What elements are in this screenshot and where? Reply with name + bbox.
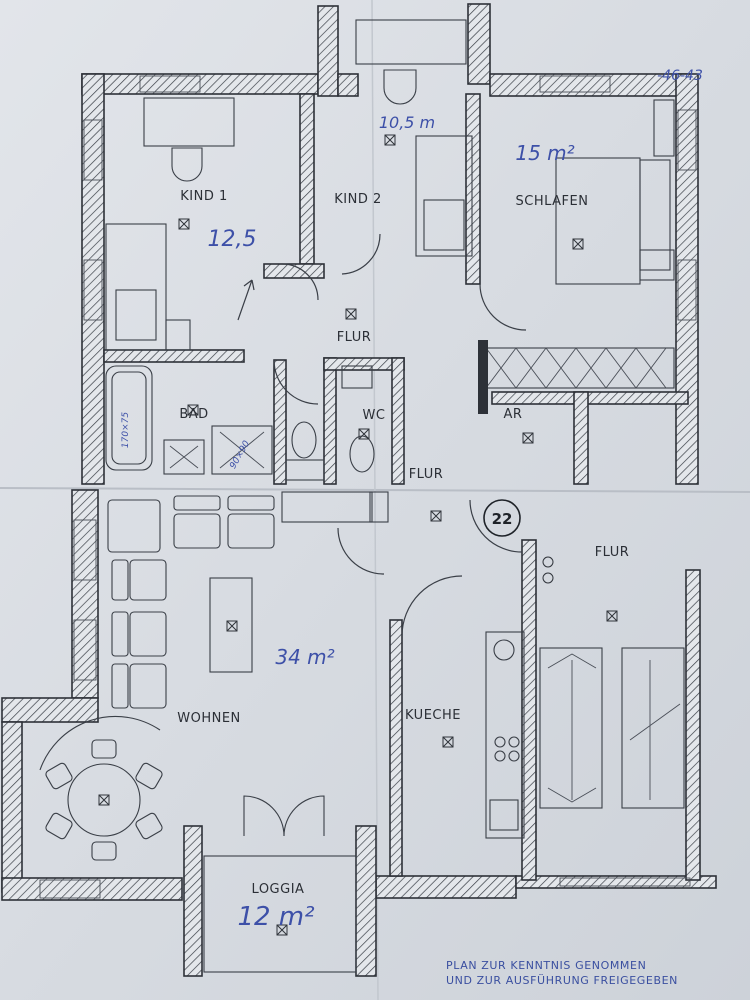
handwritten-schlafen-area: 15 m² [515,141,574,165]
room-label-loggia: LOGGIA [252,882,305,897]
approval-stamp-line1: PLAN ZUR KENNTNIS GENOMMEN [446,959,646,972]
room-label-flur-upper: FLUR [337,330,372,345]
room-label-wc: WC [363,408,386,423]
arrow-icon [237,279,255,321]
windows [39,75,697,899]
handwritten-loggia-area: 12 m² [237,902,314,932]
unit-number-circle [483,499,521,537]
handwritten-top-right: -46-43 [657,68,703,84]
room-label-bad: BAD [179,407,208,422]
room-label-flur-right: FLUR [595,545,630,560]
handwritten-bath-note: 170×75 [121,412,131,448]
room-label-kind2: KIND 2 [334,192,382,207]
lamp-symbols [98,134,618,936]
handwritten-wohnen-area: 34 m² [275,645,334,669]
room-label-flur-mid: FLUR [409,467,444,482]
furniture [39,19,685,973]
handwritten-kind2-area: 10,5 m [379,113,435,132]
unit-number: 22 [492,510,513,528]
fold-line [371,0,379,1000]
room-label-schlafen: SCHLAFEN [516,194,589,209]
room-label-wohnen: WOHNEN [177,711,241,726]
room-label-kueche: KUECHE [405,708,461,723]
approval-stamp-line2: UND ZUR AUSFÜHRUNG FREIGEGEBEN [446,974,678,987]
door-swings [273,233,527,637]
handwritten-kind1-area: 12,5 [208,227,257,252]
room-label-ar: AR [504,407,523,422]
room-label-kind1: KIND 1 [180,189,228,204]
